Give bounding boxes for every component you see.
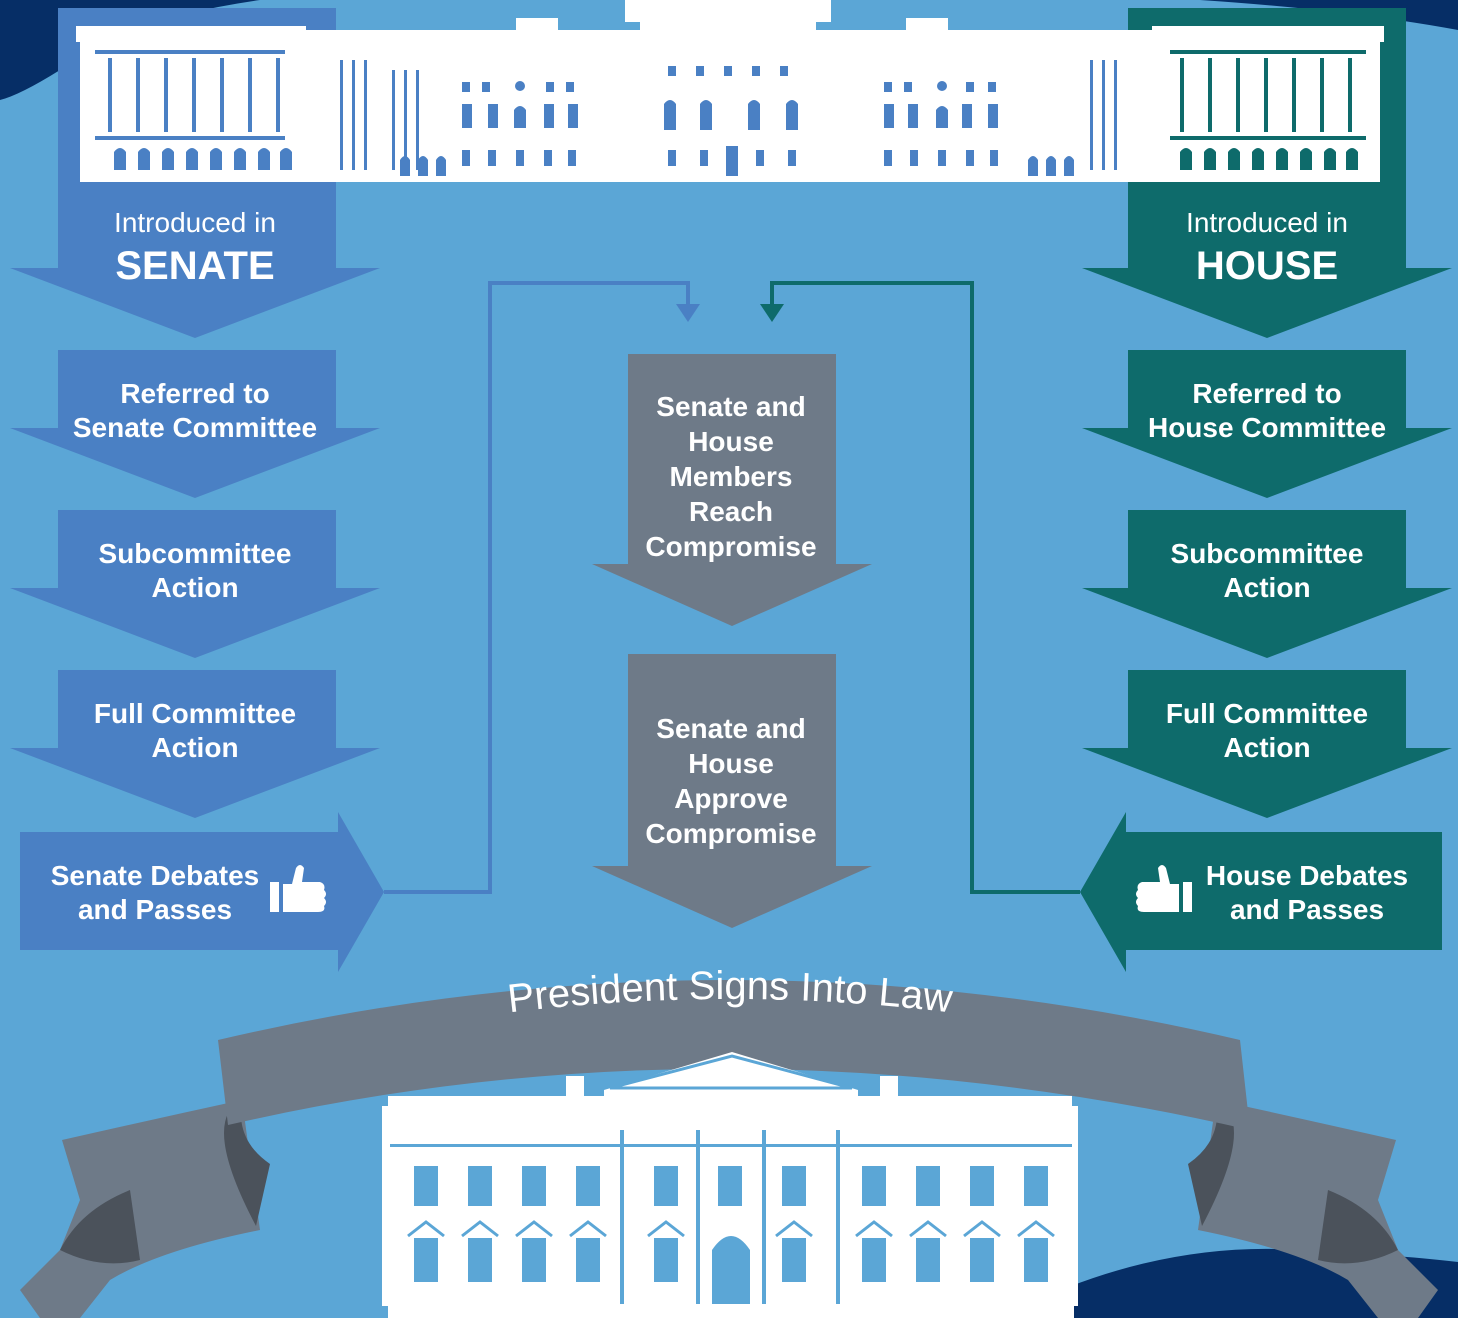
house-introduced-big: HOUSE — [1195, 244, 1339, 288]
house-debates-passes: House Debates and Passes — [1196, 859, 1418, 927]
compromise-reach-label: Senate and House Members Reach Compromis… — [600, 389, 862, 564]
house-step-subcommittee-shape — [1082, 510, 1452, 658]
house-introduced-arrow — [1082, 268, 1452, 338]
compromise-reach-line5: Compromise — [645, 531, 817, 562]
white-house-icon — [382, 1052, 1078, 1318]
capitol-building-icon — [76, 0, 1384, 182]
senate-introduced-small: Introduced in — [114, 207, 276, 238]
house-connector-line — [770, 281, 1080, 894]
senate-connector-arrowhead — [676, 304, 700, 322]
navy-corner-top-right — [1200, 0, 1458, 30]
ribbon-left-tail — [20, 1100, 260, 1318]
capitol-detail-right — [1170, 50, 1366, 170]
senate-step-subcommittee: Subcommittee Action — [20, 537, 370, 605]
senate-pass-line2: and Passes — [77, 894, 233, 925]
compromise-approve-line2: House — [688, 748, 774, 779]
senate-step-subcommittee-line2: Action — [151, 572, 239, 603]
senate-step-subcommittee-shape — [10, 510, 380, 658]
compromise-approve-line3: Approve — [674, 783, 788, 814]
senate-step-referred-line1: Referred to — [120, 378, 270, 409]
senate-step-referred-line2: Senate Committee — [72, 412, 318, 443]
house-connector-arrowhead — [760, 304, 784, 322]
house-step-full-committee: Full Committee Action — [1092, 697, 1442, 765]
house-step-referred-line1: Referred to — [1192, 378, 1342, 409]
senate-steps — [10, 350, 384, 972]
house-introduced-small: Introduced in — [1186, 207, 1348, 238]
compromise-approve-line1: Senate and — [656, 713, 806, 744]
house-step-full-committee-line2: Action — [1223, 732, 1311, 763]
compromise-approve-label: Senate and House Approve Compromise — [600, 711, 862, 851]
ribbon-left-fold — [224, 1100, 270, 1226]
senate-pass-shape — [20, 812, 384, 972]
house-step-full-committee-shape — [1082, 670, 1452, 818]
senate-debates-passes: Senate Debates and Passes — [40, 859, 270, 927]
house-step-subcommittee-line2: Action — [1223, 572, 1311, 603]
senate-step-subcommittee-line1: Subcommittee — [98, 538, 292, 569]
house-step-referred-shape — [1082, 350, 1452, 498]
senate-step-full-committee-shape — [10, 670, 380, 818]
house-step-subcommittee-line1: Subcommittee — [1170, 538, 1364, 569]
senate-pass-line1: Senate Debates — [50, 860, 260, 891]
senate-connector-line — [384, 281, 690, 894]
capitol-detail-left — [95, 50, 446, 176]
senate-step-full-committee-line1: Full Committee — [93, 698, 297, 729]
ribbon-right-fold — [1188, 1100, 1234, 1226]
senate-step-referred: Referred to Senate Committee — [20, 377, 370, 445]
compromise-approve-line4: Compromise — [645, 818, 817, 849]
house-pass-line1: House Debates — [1205, 860, 1409, 891]
compromise-reach-line4: Reach — [688, 496, 774, 527]
compromise-approve-shape — [592, 654, 872, 928]
capitol-detail-center — [462, 60, 1117, 176]
senate-step-referred-shape — [10, 350, 380, 498]
compromise-reach-shape — [592, 354, 872, 626]
house-step-referred-line2: House Committee — [1147, 412, 1387, 443]
house-step-referred: Referred to House Committee — [1092, 377, 1442, 445]
compromise-reach-line1: Senate and — [656, 391, 806, 422]
house-steps — [1080, 350, 1452, 972]
senate-step-full-committee-line2: Action — [151, 732, 239, 763]
house-step-full-committee-line1: Full Committee — [1165, 698, 1369, 729]
house-pass-shape — [1080, 812, 1442, 972]
senate-introduced-big: SENATE — [115, 244, 275, 288]
ribbon-right-tail — [1198, 1100, 1438, 1318]
senate-introduced-arrow — [10, 268, 380, 338]
house-introduced-label: Introduced in HOUSE — [1092, 206, 1442, 292]
compromise-reach-line3: Members — [669, 461, 793, 492]
senate-step-full-committee: Full Committee Action — [20, 697, 370, 765]
senate-introduced-label: Introduced in SENATE — [20, 206, 370, 292]
compromise-reach-line2: House — [688, 426, 774, 457]
house-pass-line2: and Passes — [1229, 894, 1385, 925]
house-step-subcommittee: Subcommittee Action — [1092, 537, 1442, 605]
